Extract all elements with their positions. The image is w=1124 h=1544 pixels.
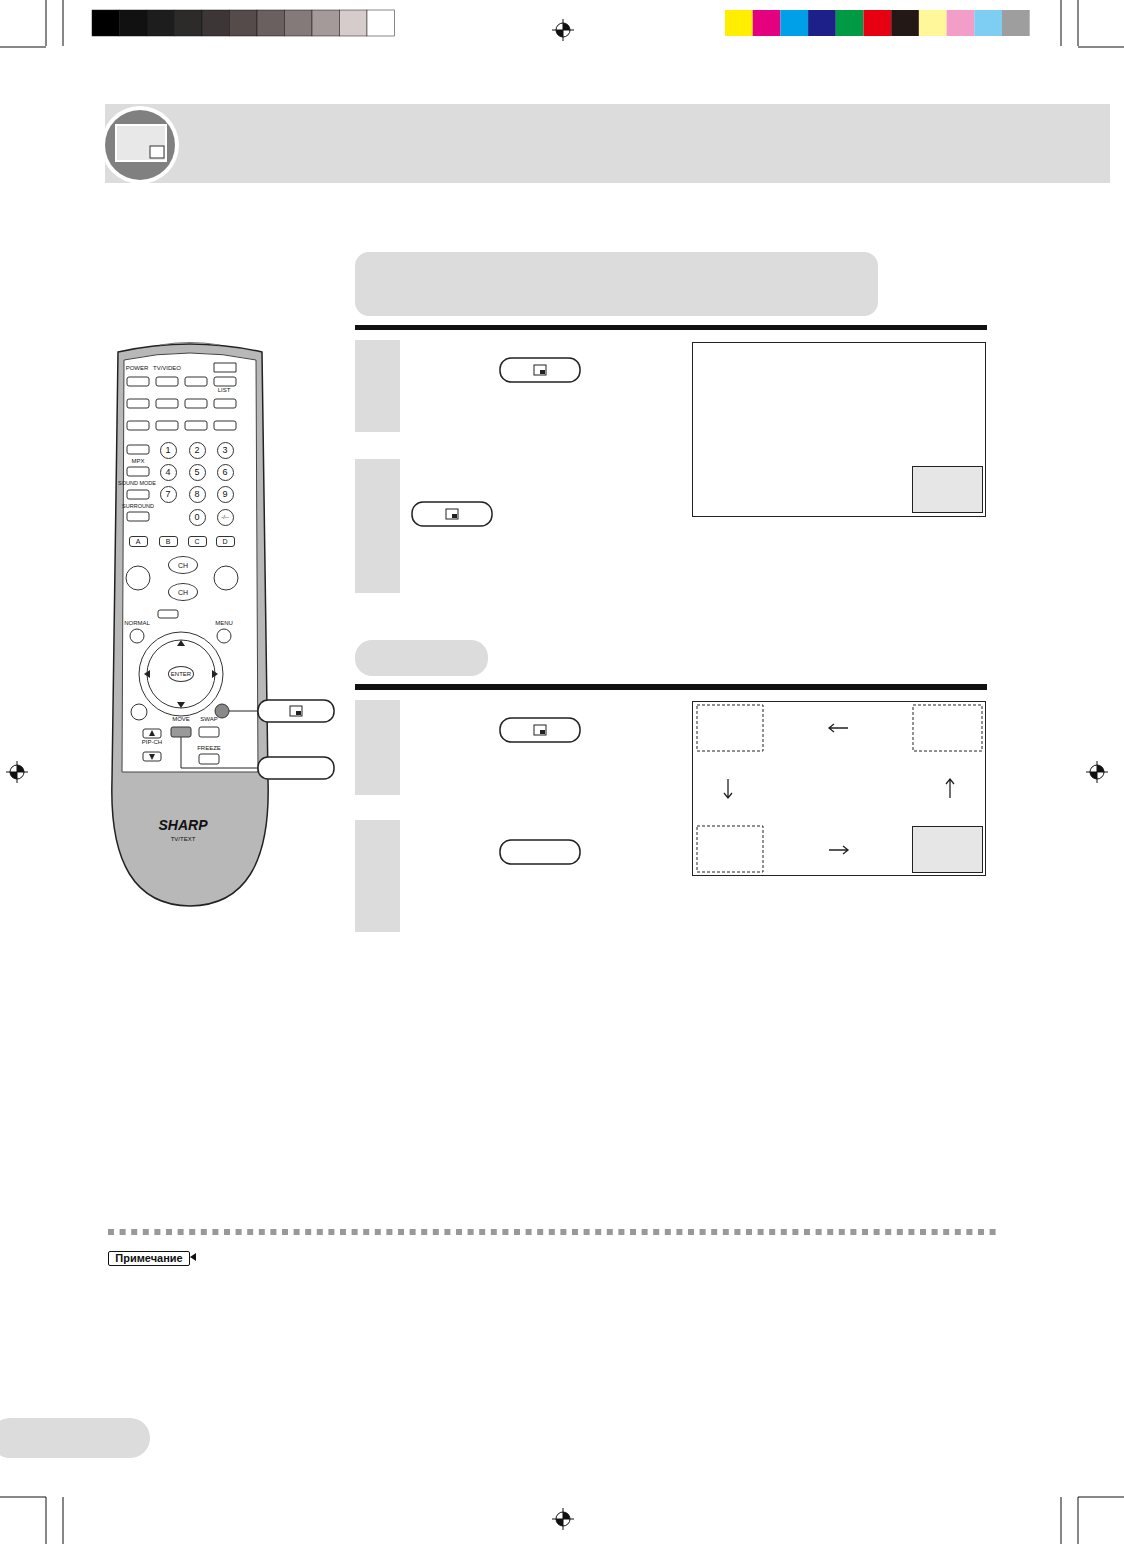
button-label: CH	[178, 589, 188, 596]
remote-button: 5	[189, 464, 206, 481]
button-caption: MENU	[215, 620, 233, 626]
button-caption: FREEZE	[197, 745, 221, 751]
remote-button: CH	[168, 583, 198, 601]
button-caption: PIP-CH	[142, 739, 162, 745]
button-caption: LIST	[218, 387, 231, 393]
button-label: 3	[222, 446, 227, 455]
remote-button: 1	[160, 442, 177, 459]
button-caption: POWER	[126, 365, 149, 371]
remote-button: B	[159, 536, 178, 547]
button-label: 0	[194, 513, 199, 522]
button-caption: TV/VIDEO	[153, 365, 181, 371]
remote-button: -/--	[217, 509, 234, 526]
button-label: 2	[194, 446, 199, 455]
button-label: -/--	[221, 514, 229, 520]
note-label: Примечание	[115, 1253, 182, 1264]
remote-button: 7	[160, 486, 177, 503]
remote-button: 2	[189, 442, 206, 459]
remote-button: D	[216, 536, 235, 547]
remote-button: 9	[217, 486, 234, 503]
button-label: A	[136, 538, 141, 545]
button-label: C	[194, 538, 199, 545]
button-caption: SURROUND	[122, 504, 154, 510]
remote-button: 4	[160, 464, 177, 481]
remote-button: ENTER	[168, 666, 194, 682]
button-caption: SOUND MODE	[118, 481, 156, 487]
remote-button: C	[188, 536, 207, 547]
remote-button: 6	[217, 464, 234, 481]
remote-button: A	[129, 536, 148, 547]
button-label: 9	[222, 490, 227, 499]
button-label: 1	[165, 446, 170, 455]
button-label: 6	[222, 468, 227, 477]
button-label: 8	[194, 490, 199, 499]
button-label: 5	[194, 468, 199, 477]
button-caption: NORMAL	[124, 620, 150, 626]
button-label: 4	[165, 468, 170, 477]
button-caption: MOVE	[172, 716, 190, 722]
remote-button: 3	[217, 442, 234, 459]
remote-button: 0	[189, 509, 206, 526]
button-caption: MPX	[131, 458, 144, 464]
button-label: CH	[178, 562, 188, 569]
button-caption: TV/TEXT	[171, 836, 196, 842]
brand-logo: SHARP	[158, 818, 207, 832]
button-caption: SWAP	[200, 716, 217, 722]
note-tag: Примечание	[108, 1251, 190, 1266]
button-label: B	[166, 538, 171, 545]
remote-button: CH	[168, 556, 198, 574]
remote-button: 8	[189, 486, 206, 503]
button-label: 7	[165, 490, 170, 499]
button-label: D	[222, 538, 227, 545]
button-label: ENTER	[171, 671, 191, 677]
